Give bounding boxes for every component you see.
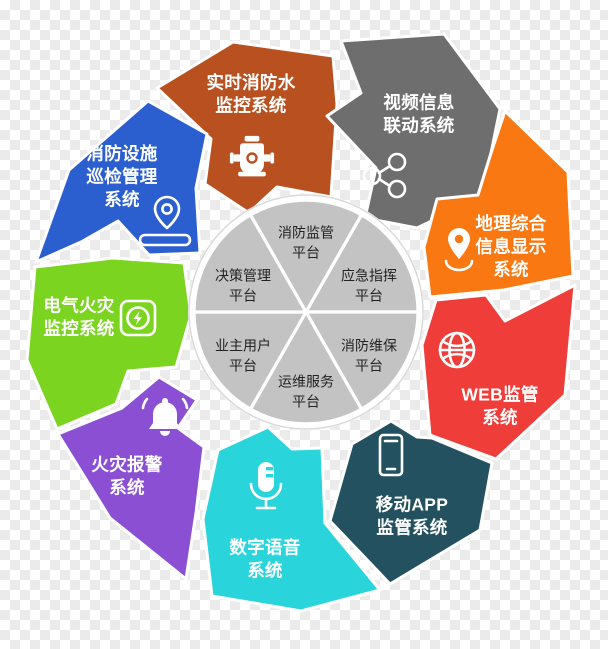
fire-hydrant-icon (229, 135, 275, 177)
hub-segment-ops-service[interactable] (248, 308, 364, 426)
hub-label-ops-service-line1: 运维服务 (278, 374, 334, 390)
petal-label-voice-line2: 系统 (247, 561, 283, 581)
hub-label-owner-user-line1: 业主用户 (215, 338, 271, 354)
petal-label-web-line2: 系统 (482, 408, 518, 428)
hub-segment-owner-user[interactable] (192, 310, 309, 412)
globe-icon (438, 331, 476, 369)
petal-shape-web-supervision[interactable] (420, 283, 577, 461)
petal-label-inspection-line2: 巡检管理 (86, 167, 157, 187)
petal-fire-facility-inspection[interactable]: 消防设施 巡检管理 系统 (34, 99, 209, 264)
hub-label-fire-supervision-line2: 平台 (292, 245, 320, 261)
hub-label-decision-management-line2: 平台 (229, 288, 257, 304)
hub-label-fire-supervision-line1: 消防监管 (278, 225, 334, 241)
petal-label-realtime-fire-water-line1: 实时消防水 (207, 73, 296, 93)
petal-label-realtime-fire-water-line2: 监控系统 (215, 96, 286, 116)
petal-shape-digital-voice[interactable] (201, 425, 382, 613)
hub-segment-decision-management[interactable] (192, 212, 309, 314)
share-network-icon (362, 152, 407, 199)
petal-label-mobile-line1: 移动APP (376, 495, 449, 515)
petal-web-supervision[interactable]: WEB监管 系统 (420, 283, 577, 461)
petal-shape-fire-facility-inspection[interactable] (34, 99, 209, 264)
petal-label-geographic-line1: 地理综合 (475, 214, 546, 234)
smartphone-icon (378, 433, 404, 477)
petal-label-alarm-line2: 系统 (109, 478, 145, 498)
microphone-icon (249, 462, 283, 510)
hub-label-fire-maintenance-line2: 平台 (355, 358, 383, 374)
petal-label-geographic-line2: 信息显示 (475, 237, 546, 257)
petal-label-electrical-line2: 监控系统 (43, 319, 114, 339)
hub-label-emergency-command-line1: 应急指挥 (341, 268, 397, 284)
petal-video-linkage[interactable]: 视频信息 联动系统 (325, 32, 502, 230)
hub-ring-edge (188, 194, 424, 430)
petal-label-web-line1: WEB监管 (461, 385, 538, 405)
hub-label-emergency-command-line2: 平台 (355, 288, 383, 304)
petal-label-video-linkage-line1: 视频信息 (383, 93, 454, 113)
hub-segment-emergency-command[interactable] (303, 212, 420, 314)
petal-label-mobile-line2: 监管系统 (376, 518, 447, 538)
hub-label-fire-maintenance-line1: 消防维保 (341, 338, 397, 354)
petal-realtime-fire-water[interactable]: 实时消防水 监控系统 (155, 40, 339, 215)
petal-digital-voice[interactable]: 数字语音 系统 (201, 425, 382, 613)
platform-hub: 消防监管 平台 应急指挥 平台 消防维保 平台 运维服务 平台 业主用户 平台 … (188, 194, 424, 430)
petal-shape-realtime-fire-water[interactable] (155, 40, 339, 215)
map-pin-icon (444, 228, 474, 272)
hub-segment-fire-supervision[interactable] (248, 198, 364, 316)
petal-shape-mobile-app-supervision[interactable] (328, 419, 494, 586)
pin-location-base-icon (138, 195, 192, 247)
petal-label-inspection-line1: 消防设施 (86, 144, 157, 164)
petal-fire-alarm[interactable]: 火灾报警 系统 (56, 375, 206, 581)
petal-mobile-app-supervision[interactable]: 移动APP 监管系统 (328, 419, 494, 586)
hub-segment-fire-maintenance[interactable] (303, 310, 420, 412)
petal-electrical-fire-monitoring[interactable]: 电气火灾 监控系统 (25, 256, 193, 431)
hub-label-ops-service-line2: 平台 (292, 394, 320, 410)
petal-label-electrical-line1: 电气火灾 (43, 296, 114, 316)
petal-geographic-info-display[interactable]: 地理综合 信息显示 系统 (422, 109, 575, 299)
petal-label-geographic-line3: 系统 (493, 260, 529, 280)
hub-label-decision-management-line1: 决策管理 (215, 268, 271, 284)
petal-label-voice-line1: 数字语音 (229, 538, 300, 558)
petal-group: 实时消防水 监控系统 视频信息 联动系统 (25, 32, 577, 613)
petal-label-video-linkage-line2: 联动系统 (383, 116, 454, 136)
petal-label-inspection-line3: 系统 (104, 190, 140, 210)
bell-icon (141, 397, 189, 436)
hub-label-owner-user-line2: 平台 (229, 358, 257, 374)
power-outlet-icon (119, 299, 157, 337)
petal-shape-video-linkage[interactable] (325, 32, 502, 230)
petal-label-alarm-line1: 火灾报警 (91, 455, 162, 475)
